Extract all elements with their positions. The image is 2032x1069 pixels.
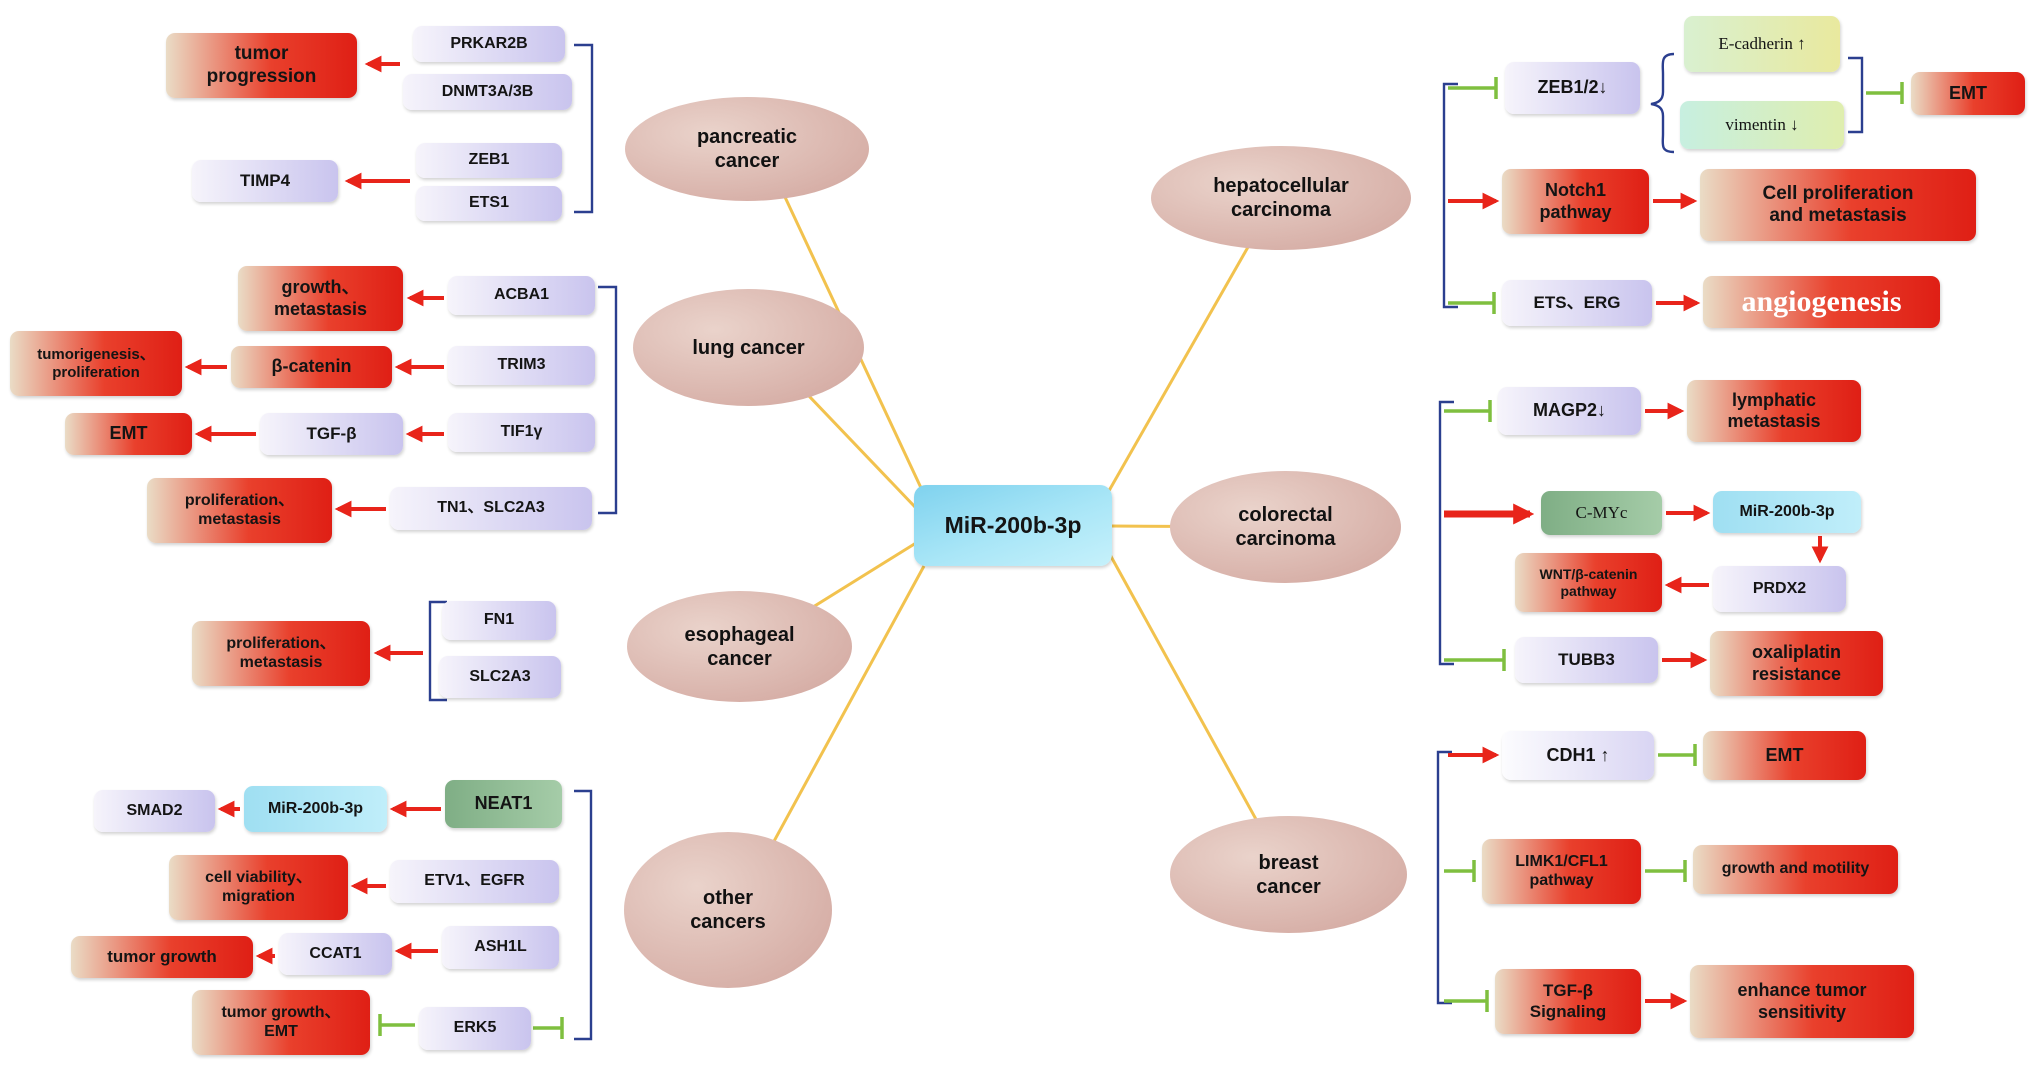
node-timp4: TIMP4 (192, 160, 338, 202)
red-arrows (184, 55, 1829, 1010)
node-tumor-progression: tumor progression (166, 33, 357, 98)
inhibit-growth-motility (1645, 860, 1687, 882)
inhibit-ets-erg (1448, 292, 1496, 314)
node-oxaliplatin-resistance: oxaliplatin resistance (1710, 631, 1883, 696)
node-zeb1: ZEB1 (416, 143, 562, 178)
node-proliferation-metastasis-eso: proliferation、 metastasis (192, 621, 370, 686)
bracket-esophageal (428, 600, 447, 702)
node-tif1gamma: TIF1γ (448, 413, 595, 452)
center-mir-200b-3p: MiR-200b-3p (914, 485, 1112, 566)
node-erk5: ERK5 (419, 1007, 531, 1050)
node-emt-hcc: EMT (1911, 72, 2025, 115)
node-fn1: FN1 (442, 601, 556, 640)
node-tumor-growth: tumor growth (71, 936, 253, 978)
ellipse-lung-cancer: lung cancer (633, 289, 864, 406)
bracket-pancreatic (574, 43, 594, 214)
node-slc2a3: SLC2A3 (439, 656, 561, 698)
inhibit-tgfb-signaling (1444, 990, 1489, 1012)
node-magp2: MAGP2↓ (1498, 387, 1641, 435)
spoke-hepatocellular (1104, 204, 1274, 497)
node-prdx2: PRDX2 (1713, 566, 1846, 612)
ellipse-pancreatic-cancer: pancreatic cancer (625, 97, 869, 201)
spoke-breast (1106, 550, 1286, 871)
inhibit-tubb3 (1444, 649, 1506, 671)
node-cdh1: CDH1 ↑ (1502, 731, 1654, 780)
node-vimentin: vimentin ↓ (1680, 101, 1844, 149)
inhibit-erk5 (533, 1017, 564, 1039)
bracket-other (574, 789, 593, 1041)
ellipse-breast-cancer: breast cancer (1170, 816, 1407, 933)
inhibit-zeb12 (1448, 77, 1498, 99)
node-tubb3: TUBB3 (1515, 637, 1658, 683)
bracket-emt-hcc (1848, 56, 1864, 134)
ellipse-hepatocellular-carcinoma: hepatocellular carcinoma (1151, 146, 1411, 250)
node-angiogenesis: angiogenesis (1703, 276, 1940, 328)
node-lymphatic-metastasis: lymphatic metastasis (1687, 380, 1861, 442)
node-tgfb-signaling: TGF-β Signaling (1495, 969, 1641, 1034)
node-emt-lung: EMT (65, 413, 192, 455)
group-brackets (428, 43, 1864, 1041)
inhibit-limk1 (1444, 860, 1476, 882)
node-e-cadherin: E-cadherin ↑ (1684, 16, 1840, 72)
node-notch1-pathway: Notch1 pathway (1502, 169, 1649, 234)
node-cell-viability-migration: cell viability、 migration (169, 855, 348, 920)
node-cell-proliferation-metastasis: Cell proliferation and metastasis (1700, 169, 1976, 241)
bracket-lung (598, 285, 618, 515)
ellipse-colorectal-carcinoma: colorectal carcinoma (1170, 471, 1401, 583)
node-enhance-sensitivity: enhance tumor sensitivity (1690, 965, 1914, 1038)
node-mir200b-crc: MiR-200b-3p (1713, 491, 1861, 533)
node-limk1-pathway: LIMK1/CFL1 pathway (1482, 839, 1641, 904)
node-tumor-growth-emt: tumor growth、 EMT (192, 990, 370, 1055)
node-wnt-pathway: WNT/β-catenin pathway (1515, 553, 1662, 612)
inhibit-emt-hcc (1866, 82, 1904, 104)
ellipse-other-cancers: other cancers (624, 832, 832, 988)
green-inhibitors (378, 77, 1904, 1039)
node-zeb12: ZEB1/2↓ (1505, 62, 1640, 114)
node-ccat1: CCAT1 (279, 933, 392, 975)
bracket-colorectal (1438, 400, 1454, 666)
node-proliferation-metastasis-lung: proliferation、 metastasis (147, 478, 332, 543)
bracket-breast (1436, 750, 1452, 1005)
inhibit-magp2 (1444, 400, 1492, 422)
node-etv1-egfr: ETV1、EGFR (390, 860, 559, 903)
node-smad2: SMAD2 (94, 790, 215, 832)
node-acba1: ACBA1 (448, 276, 595, 315)
node-mir200b-other: MiR-200b-3p (244, 786, 387, 832)
node-beta-catenin: β-catenin (231, 346, 392, 388)
node-neat1: NEAT1 (445, 780, 562, 828)
node-emt-breast: EMT (1703, 731, 1866, 780)
node-ets-erg: ETS、ERG (1502, 280, 1652, 326)
bracket-hepatocellular (1442, 82, 1458, 309)
node-tumorigenesis-proliferation: tumorigenesis、 proliferation (10, 331, 182, 396)
node-ash1l: ASH1L (442, 926, 559, 969)
node-c-myc: C-MYc (1541, 491, 1662, 535)
node-tn1-slc2a3: TN1、SLC2A3 (390, 487, 592, 530)
node-dnmt3a3b: DNMT3A/3B (403, 74, 572, 110)
node-prkar2b: PRKAR2B (413, 26, 565, 62)
brace-zeb12-targets (1650, 52, 1675, 154)
node-tgf-beta-lung: TGF-β (260, 413, 403, 455)
node-growth-metastasis: growth、 metastasis (238, 266, 403, 331)
ellipse-esophageal-cancer: esophageal cancer (627, 591, 852, 702)
inhibit-erk5-to-tumor-growth-emt (378, 1014, 415, 1036)
inhibit-emt-breast (1658, 744, 1697, 766)
node-trim3: TRIM3 (448, 346, 595, 385)
node-ets1: ETS1 (416, 186, 562, 221)
node-growth-motility: growth and motility (1693, 845, 1898, 894)
